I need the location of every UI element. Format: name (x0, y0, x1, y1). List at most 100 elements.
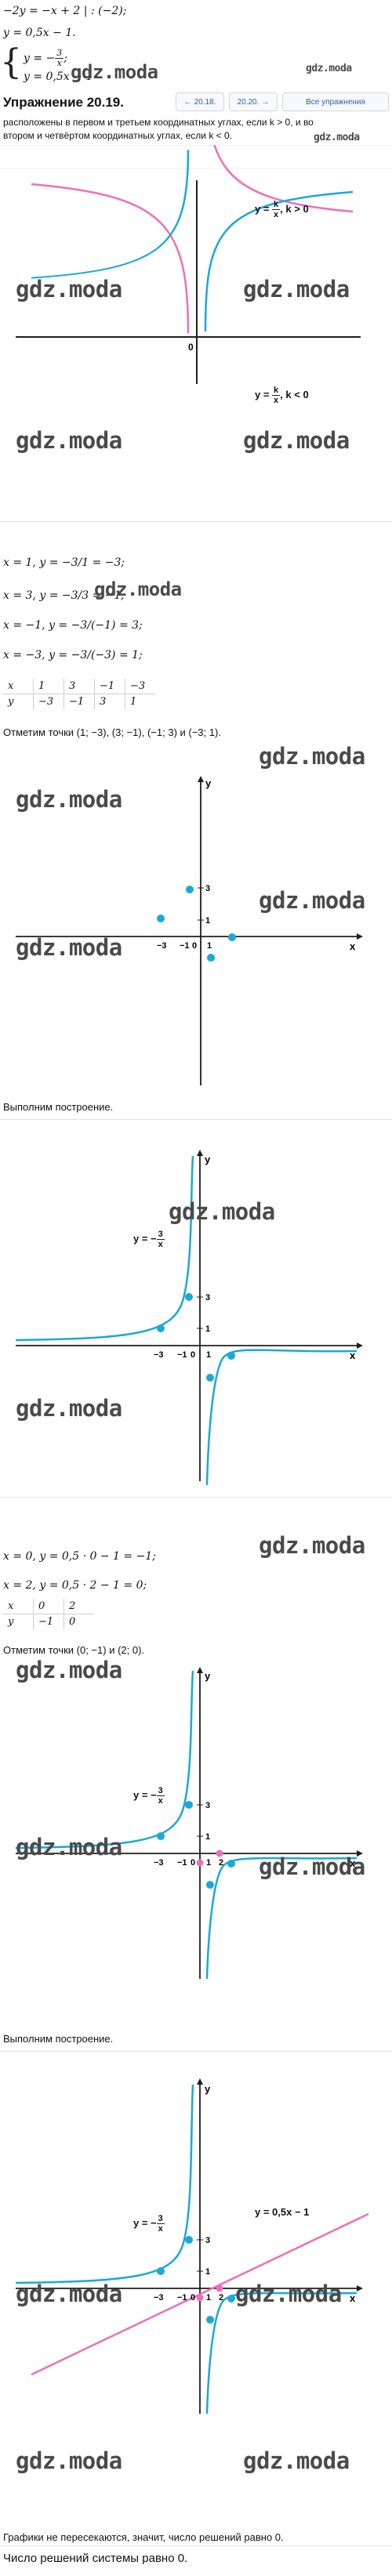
x-axis-label: x (350, 940, 356, 952)
table-cell: −1 (64, 694, 95, 709)
x-axis-label: x (350, 2292, 356, 2304)
calc2-row-1: x = 0, y = 0,5 · 0 − 1 = −1; (3, 1550, 156, 1563)
tick-label: −3 (154, 1858, 164, 1868)
label-cond: , k > 0 (280, 202, 309, 215)
fraction-den: x (56, 58, 62, 68)
point-marker (206, 1881, 214, 1889)
hyperbola-branch (205, 1349, 358, 1486)
label-prefix: y = − (133, 2216, 157, 2229)
x-axis-arrow (357, 1850, 363, 1857)
label-prefix: y = (255, 202, 273, 215)
separator (0, 2051, 392, 2052)
calc-row-2: x = 3, y = −3/3 = −1; (3, 589, 125, 602)
label-cond: , k < 0 (280, 388, 309, 400)
point-marker (228, 933, 236, 941)
line-point-marker (196, 2294, 204, 2302)
hyperbola-branch (15, 1670, 194, 1850)
origin-label: 0 (188, 342, 194, 353)
watermark: gdz.moda (306, 63, 352, 74)
tick-label: 1 (206, 1350, 211, 1360)
point-marker (185, 1293, 193, 1301)
label-den: x (158, 2224, 163, 2234)
y-axis-arrow (198, 776, 204, 782)
tick-label: 1 (205, 916, 210, 926)
all-exercises-button[interactable]: Все упражнения (282, 92, 389, 111)
watermark: gdz.moda (243, 276, 350, 303)
y-axis-arrow (197, 1667, 203, 1673)
watermark: gdz.moda (243, 2447, 350, 2474)
build-text-2: Выполним построение. (3, 2033, 114, 2045)
tick-label: 3 (205, 884, 210, 893)
x-axis-label: x (350, 1857, 356, 1869)
exercise-title: Упражнение 20.19. (3, 95, 124, 110)
system-brace: { (0, 42, 22, 82)
label-num: 3 (156, 1786, 165, 1796)
calc-row-1: x = 1, y = −3/1 = −3; (3, 556, 125, 569)
x-axis-label: x (350, 1350, 356, 1361)
tick-label: 1 (206, 2293, 211, 2302)
separator (0, 1119, 392, 1120)
watermark: gdz.moda (259, 1853, 365, 1880)
y-axis-arrow (197, 2078, 203, 2085)
y-axis-arrow (197, 1150, 203, 1156)
point-marker (185, 2236, 193, 2244)
prev-text-line-1: расположены в первом и третьем координат… (3, 117, 314, 128)
line-point-marker (196, 1859, 204, 1867)
watermark: gdz.moda (259, 887, 365, 914)
point-marker (206, 1374, 214, 1382)
prev-exercise-button[interactable]: ←20.18. (176, 92, 224, 111)
point-marker (157, 915, 165, 922)
watermark: gdz.moda (235, 2281, 342, 2307)
table-cell: 1 (125, 694, 155, 709)
watermark: gdz.moda (16, 1395, 122, 1422)
label-den: x (158, 1796, 163, 1806)
tick-label: 3 (205, 1293, 210, 1302)
y-axis-label: y (205, 777, 212, 789)
label-num: 3 (156, 2214, 165, 2224)
watermark: gdz.moda (16, 1834, 122, 1860)
table-cell: x (3, 679, 34, 694)
table-cell: x (3, 1599, 34, 1614)
table-cell: −3 (125, 679, 155, 694)
line-point-marker (216, 1850, 223, 1857)
next-exercise-button[interactable]: 20.20.→ (229, 92, 278, 111)
tick-label: 0 (192, 941, 197, 951)
calc-row-4: x = −3, y = −3/(−3) = 1; (3, 649, 143, 661)
tick-label: 2 (219, 2293, 223, 2302)
conclusion-1: Графики не пересекаются, значит, число р… (3, 2531, 284, 2543)
table-cell: 0 (33, 1599, 64, 1614)
tick-label: −3 (154, 1350, 164, 1360)
x-axis-arrow (357, 933, 363, 940)
y-axis-label: y (205, 2083, 211, 2095)
fraction-num: 3 (55, 48, 64, 59)
tick-label: 3 (205, 2236, 210, 2245)
watermark: gdz.moda (94, 578, 182, 600)
table-cell: 1 (33, 679, 64, 694)
graph-hyperbola-minus3: y x 3 1 −3 −1 0 1 (15, 1150, 363, 1486)
watermark: gdz.moda (16, 786, 122, 813)
tick-label: 1 (207, 941, 212, 951)
table-cell: 0 (64, 1614, 94, 1629)
system-eq-2: y = 0,5x − 1 (24, 71, 93, 83)
hyperbola-k-positive (213, 145, 354, 213)
watermark: gdz.moda (71, 61, 158, 83)
equation-line-1: −2y = −x + 2 | : (−2); (3, 5, 127, 17)
tick-label: 0 (191, 1350, 195, 1360)
table-cell: −1 (94, 679, 125, 694)
point-marker (186, 886, 194, 893)
arrow-left-icon: ← (183, 97, 192, 107)
watermark: gdz.moda (243, 427, 350, 454)
arrow-right-icon: → (261, 97, 270, 107)
tick-label: −1 (177, 2293, 187, 2302)
separator (0, 1497, 392, 1498)
calc2-row-2: x = 2, y = 0,5 · 2 − 1 = 0; (3, 1579, 147, 1592)
calc-row-3: x = −1, y = −3/(−1) = 3; (3, 619, 143, 632)
